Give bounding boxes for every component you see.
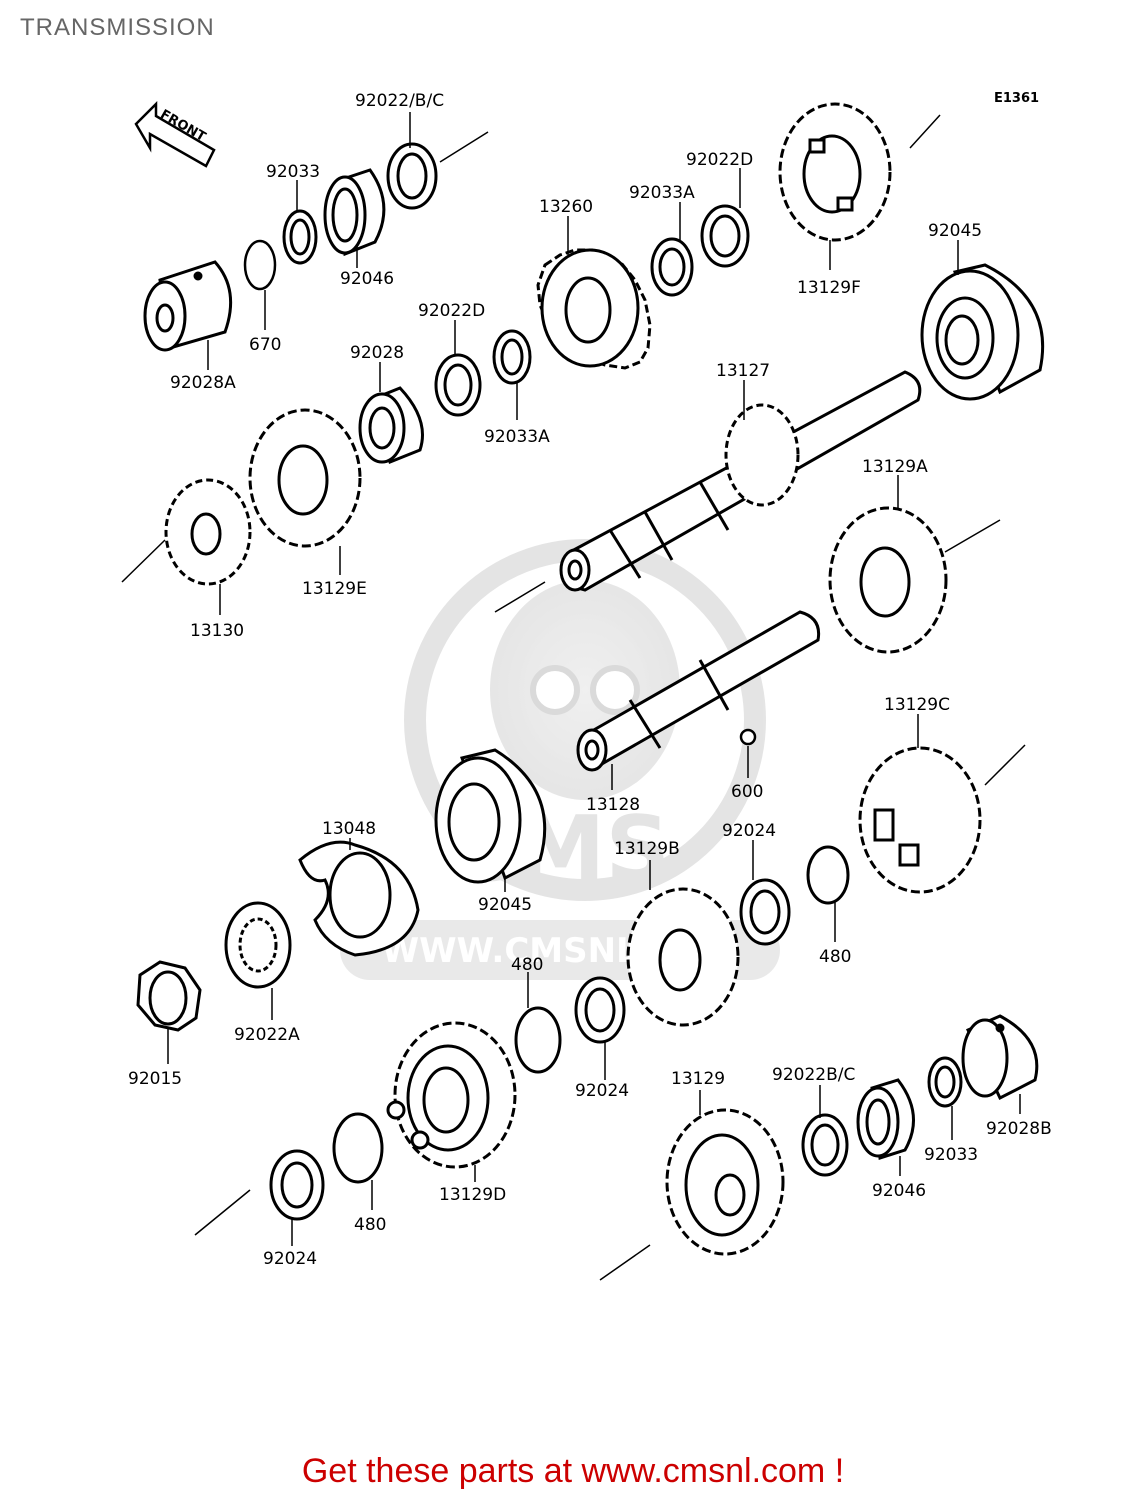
label-92022D-top: 92022D	[686, 150, 753, 170]
label-480-low: 480	[354, 1215, 386, 1235]
page-title: TRANSMISSION	[20, 14, 215, 41]
collar-92028	[358, 386, 424, 464]
needle-bearing-92046	[323, 168, 386, 257]
label-92033A-top: 92033A	[629, 183, 695, 203]
gear-13260	[536, 248, 652, 370]
diagram-code: E1361	[994, 91, 1039, 106]
label-92046: 92046	[340, 269, 394, 289]
washer-92033A-top	[650, 237, 694, 297]
gear-13129	[665, 1108, 785, 1256]
gear-dog-13048	[298, 840, 420, 957]
label-92024-right: 92024	[722, 821, 776, 841]
front-arrow: FRONT	[134, 100, 216, 168]
label-13129D: 13129D	[439, 1185, 506, 1205]
label-480-right: 480	[819, 947, 851, 967]
bearing-cap-92028B	[961, 1014, 1039, 1101]
label-92033A-mid: 92033A	[484, 427, 550, 447]
circlip-670	[243, 239, 277, 291]
washer-92024-low	[269, 1149, 325, 1221]
nut-92015	[136, 960, 202, 1032]
label-92022BC: 92022/B/C	[355, 91, 444, 111]
circlip-480-low	[332, 1112, 384, 1184]
label-13129F: 13129F	[797, 278, 861, 298]
label-92033-bottom: 92033	[924, 1145, 978, 1165]
gear-13129D	[386, 1021, 517, 1169]
label-13129: 13129	[671, 1069, 725, 1089]
washer-92022BC-bottom	[801, 1113, 849, 1177]
label-92022D-mid: 92022D	[418, 301, 485, 321]
label-13129C: 13129C	[884, 695, 950, 715]
washer-92022BC	[386, 142, 438, 210]
label-13127: 13127	[716, 361, 770, 381]
gear-13129E	[248, 408, 362, 548]
label-92045-top: 92045	[928, 221, 982, 241]
label-13129B: 13129B	[614, 839, 680, 859]
washer-92024-right	[739, 878, 791, 946]
label-92028A: 92028A	[170, 373, 236, 393]
label-92024-low: 92024	[263, 1249, 317, 1269]
circlip-480-mid	[514, 1006, 562, 1074]
washer-92033A-mid	[492, 329, 532, 385]
ball-bearing-92045-bottom	[434, 748, 547, 884]
shaft-13128	[576, 610, 821, 772]
ball-600	[739, 728, 757, 746]
label-92015: 92015	[128, 1069, 182, 1089]
washer-92024-mid	[574, 976, 626, 1044]
leader-lines	[167, 112, 1021, 1246]
label-92028B: 92028B	[986, 1119, 1052, 1139]
bearing-cap-92028A	[143, 260, 233, 352]
label-600: 600	[731, 782, 763, 802]
label-13129A: 13129A	[862, 457, 928, 477]
label-92028: 92028	[350, 343, 404, 363]
collar-92033-bottom	[927, 1056, 963, 1108]
gear-13129F	[778, 102, 892, 242]
label-92024-mid: 92024	[575, 1081, 629, 1101]
shaft-13127	[559, 370, 922, 592]
label-13048: 13048	[322, 819, 376, 839]
gear-13129C	[858, 746, 982, 894]
gear-13130	[164, 478, 252, 586]
washer-92022A	[224, 901, 292, 989]
washer-92022D-top	[700, 204, 750, 268]
label-13130: 13130	[190, 621, 244, 641]
label-92022A: 92022A	[234, 1025, 300, 1045]
label-92046-bottom: 92046	[872, 1181, 926, 1201]
label-13128: 13128	[586, 795, 640, 815]
ball-bearing-92045-top	[920, 263, 1045, 401]
label-92022BC-bottom: 92022B/C	[772, 1065, 855, 1085]
circlip-480-right	[806, 845, 850, 905]
needle-bearing-92046-bottom	[856, 1078, 915, 1160]
gear-13129A	[828, 506, 948, 654]
label-13260: 13260	[539, 197, 593, 217]
label-670: 670	[249, 335, 281, 355]
washer-92022D-mid	[434, 353, 482, 417]
collar-92033	[282, 209, 318, 265]
label-92045-bottom: 92045	[478, 895, 532, 915]
label-13129E: 13129E	[302, 579, 367, 599]
axis-lines	[121, 114, 1026, 1281]
cmsnl-link[interactable]: Get these parts at www.cmsnl.com !	[301, 1452, 845, 1490]
gear-13129B	[626, 887, 740, 1027]
label-92033: 92033	[266, 162, 320, 182]
label-480-mid: 480	[511, 955, 543, 975]
callout-labels: 92022/B/C 92033 92046 670 92028A 13260 9…	[128, 91, 1052, 1269]
